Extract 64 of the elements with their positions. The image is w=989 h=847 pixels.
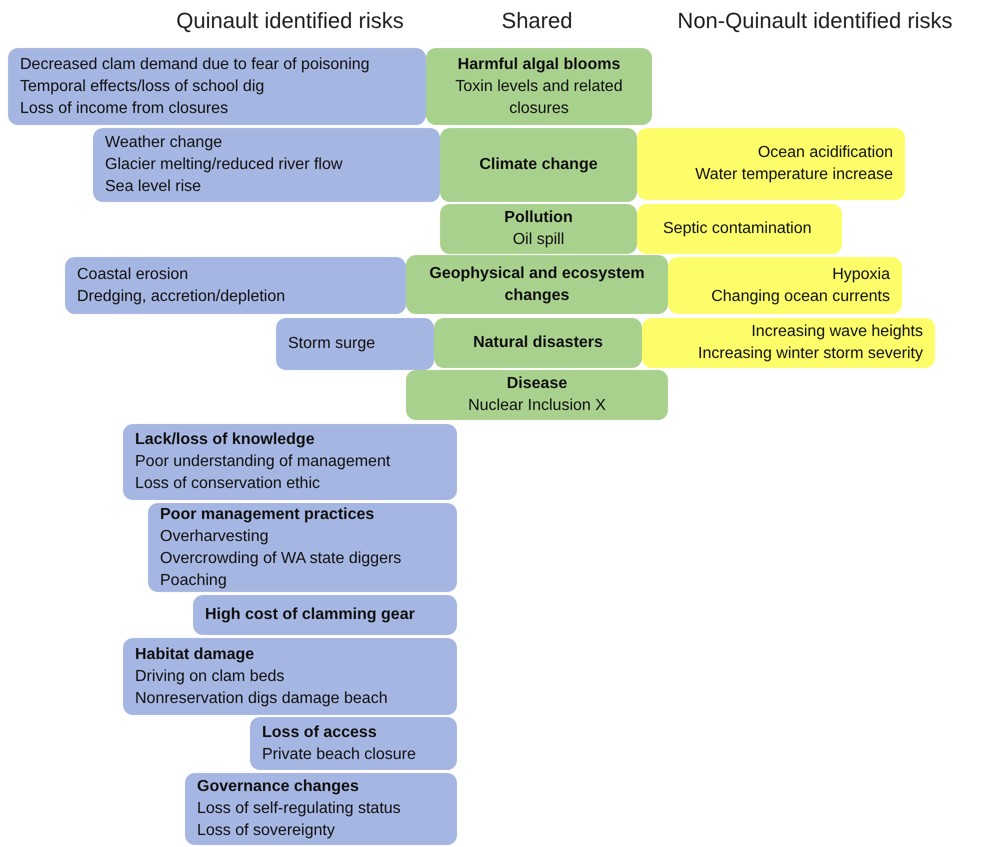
risk-item: Water temperature increase (695, 165, 893, 185)
quinault-risk-box (123, 424, 457, 500)
risk-item: Toxin levels and related closures (454, 76, 624, 118)
risk-heading: Pollution (504, 208, 573, 228)
risk-heading: Lack/loss of knowledge (135, 430, 315, 450)
risk-item: Septic contamination (663, 219, 812, 239)
risk-heading: High cost of clamming gear (205, 605, 415, 625)
risk-item: Glacier melting/reduced river flow (105, 155, 342, 175)
risk-item: Loss of conservation ethic (135, 474, 320, 494)
risk-item: Sea level rise (105, 177, 202, 197)
risk-item: Poor understanding of management (135, 452, 390, 472)
risk-heading: Harmful algal blooms (458, 54, 620, 74)
quinault-risk-box (8, 48, 426, 125)
quinault-risk-box (193, 595, 457, 635)
shared-risk-box (434, 318, 642, 368)
shared-risk-box (440, 204, 637, 254)
risk-item: Driving on clam beds (135, 666, 284, 686)
quinault-risk-box (276, 318, 434, 370)
non-quinault-risk-box (637, 204, 842, 254)
risk-heading: Governance changes (197, 777, 359, 797)
risk-item: Temporal effects/loss of school dig (20, 76, 264, 96)
risk-item: Increasing wave heights (751, 322, 923, 342)
risk-item: Coastal erosion (77, 264, 188, 284)
quinault-risk-box (250, 717, 457, 770)
shared-risk-box (406, 370, 668, 420)
risk-item: Hypoxia (832, 264, 890, 284)
risk-item: Loss of income from closures (20, 98, 228, 118)
shared-risk-box (440, 128, 637, 202)
shared-risk-box (426, 48, 652, 125)
risk-item: Loss of sovereignty (197, 821, 335, 841)
risk-item: Nuclear Inclusion X (468, 396, 606, 416)
shared-risk-box (406, 255, 668, 314)
column-header: Shared (502, 8, 572, 34)
quinault-risk-box (65, 257, 406, 314)
risk-heading: Climate change (479, 155, 598, 175)
risk-heading: Natural disasters (473, 333, 603, 353)
non-quinault-risk-box (637, 128, 905, 200)
risk-item: Overharvesting (160, 526, 268, 546)
quinault-risk-box (123, 638, 457, 715)
risk-item: Changing ocean currents (711, 286, 890, 306)
risk-item: Nonreservation digs damage beach (135, 688, 388, 708)
risk-item: Increasing winter storm severity (698, 344, 923, 364)
risk-heading: Loss of access (262, 722, 377, 742)
risk-item: Ocean acidification (758, 143, 893, 163)
non-quinault-risk-box (668, 257, 902, 314)
risk-item: Weather change (105, 133, 222, 153)
risk-heading: Habitat damage (135, 644, 254, 664)
column-header: Quinault identified risks (176, 8, 404, 34)
risk-item: Oil spill (512, 230, 564, 250)
risk-item: Storm surge (288, 334, 376, 354)
risk-item: Overcrowding of WA state diggers (160, 548, 402, 568)
risk-item: Loss of self-regulating status (197, 799, 401, 819)
column-header: Non-Quinault identified risks (677, 8, 953, 34)
risk-heading: Disease (506, 374, 568, 394)
risk-heading: Geophysical and ecosystem changes (428, 264, 646, 306)
quinault-risk-box (185, 773, 457, 845)
risk-item: Private beach closure (262, 744, 416, 764)
non-quinault-risk-box (642, 318, 935, 368)
risk-heading: Poor management practices (160, 504, 374, 524)
quinault-risk-box (148, 503, 457, 592)
risk-item: Dredging, accretion/depletion (77, 286, 286, 306)
risk-item: Poaching (160, 570, 227, 590)
risk-item: Decreased clam demand due to fear of poisoning (20, 54, 370, 74)
quinault-risk-box (93, 128, 440, 202)
